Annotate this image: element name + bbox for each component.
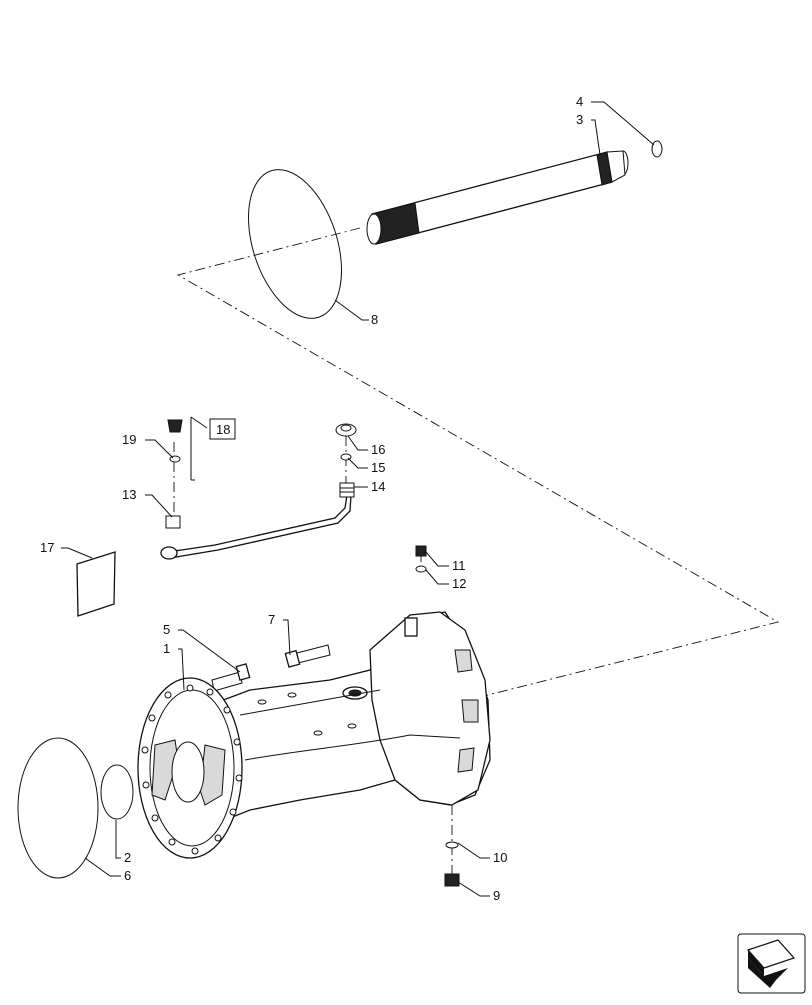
callout-7: 7 (268, 612, 275, 627)
callout-box-18 (209, 418, 236, 440)
o-ring-8 (248, 169, 342, 319)
callout-18: 18 (216, 422, 230, 437)
callout-8: 8 (371, 312, 378, 327)
bracket-18-top (190, 416, 208, 429)
flange-bolt-holes (141, 684, 243, 855)
callout-9: 9 (493, 888, 500, 903)
callout-13: 13 (122, 487, 136, 502)
snap-ring-4 (651, 140, 663, 158)
decal-plate-17 (76, 551, 116, 617)
callout-12: 12 (452, 576, 466, 591)
o-ring-2 (100, 764, 134, 820)
next-page-arrow-icon[interactable] (737, 933, 806, 994)
callout-3: 3 (576, 112, 583, 127)
callout-4: 4 (576, 94, 583, 109)
callout-6: 6 (124, 868, 131, 883)
leader-lines (61, 101, 655, 897)
callout-5: 5 (163, 622, 170, 637)
callout-labels: 4 3 8 18 19 16 15 14 13 17 11 12 7 5 1 2… (40, 94, 583, 903)
axle-housing-1 (137, 611, 491, 859)
callout-17: 17 (40, 540, 54, 555)
axle-shaft-3 (366, 150, 629, 245)
bolt-5 (211, 663, 251, 692)
callout-14: 14 (371, 479, 385, 494)
bolt-7 (284, 644, 331, 668)
drain-plug-9 (444, 841, 460, 887)
tube-assembly (160, 482, 355, 560)
callout-1: 1 (163, 641, 170, 656)
callout-11: 11 (452, 558, 466, 573)
callout-15: 15 (371, 460, 385, 475)
callout-2: 2 (124, 850, 131, 865)
callout-19: 19 (122, 432, 136, 447)
o-ring-6 (17, 737, 99, 879)
callout-16: 16 (371, 442, 385, 457)
callout-10: 10 (493, 850, 507, 865)
